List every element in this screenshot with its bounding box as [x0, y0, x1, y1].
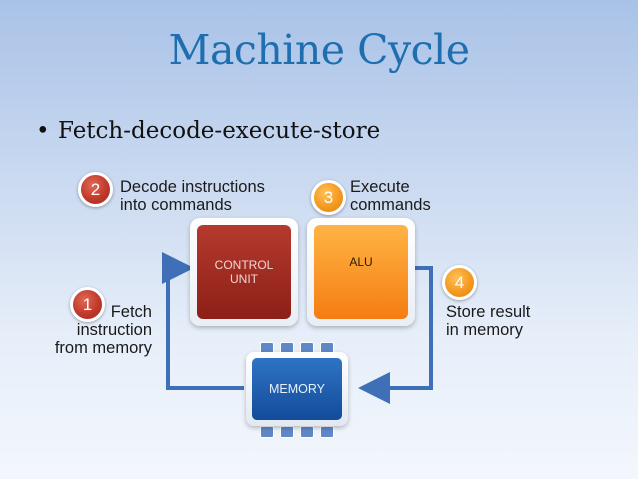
- step-2-label: Decode instructions into commands: [120, 178, 265, 214]
- step-1-line1: Fetch: [110, 303, 152, 321]
- memory-chip: MEMORY: [238, 340, 356, 438]
- control-unit-face: CONTROL UNIT: [197, 225, 291, 319]
- step-4-badge: 4: [442, 265, 477, 300]
- bullet-item: • Fetch-decode-execute-store: [36, 118, 380, 144]
- bullet-text: Fetch-decode-execute-store: [58, 118, 381, 144]
- step-3-line2: commands: [350, 196, 431, 214]
- step-3-badge: 3: [311, 180, 346, 215]
- step-2-line1: Decode instructions: [120, 178, 265, 196]
- slide-title: Machine Cycle: [168, 26, 470, 74]
- memory-label: MEMORY: [252, 358, 342, 420]
- step-1-line2: instruction: [76, 321, 152, 339]
- control-unit-line1: CONTROL: [214, 258, 274, 272]
- bullet-dot: •: [36, 118, 50, 144]
- chip-pin: [320, 426, 334, 438]
- arrow-alu-to-memory: [358, 266, 433, 404]
- step-2-line2: into commands: [120, 196, 232, 214]
- step-1-badge: 1: [70, 287, 105, 322]
- step-1-line3: from memory: [54, 339, 152, 357]
- chip-pin: [300, 426, 314, 438]
- step-1-label: Fetch instruction from memory: [40, 303, 152, 357]
- step-4-label: Store result in memory: [446, 303, 530, 339]
- chip-pin: [280, 426, 294, 438]
- chip-pin: [260, 426, 274, 438]
- step-3-label: Execute commands: [350, 178, 431, 214]
- memory-chip-body: MEMORY: [246, 352, 348, 426]
- step-4-line2: in memory: [446, 321, 524, 339]
- arrow-memory-to-control: [162, 252, 244, 390]
- step-2-badge: 2: [78, 172, 113, 207]
- control-unit-line2: UNIT: [229, 272, 258, 286]
- alu-label: ALU: [349, 255, 373, 269]
- control-unit-tile: CONTROL UNIT: [190, 218, 298, 326]
- alu-tile: ALU: [307, 218, 415, 326]
- step-4-line1: Store result: [446, 303, 531, 321]
- step-3-line1: Execute: [350, 178, 410, 196]
- alu-face: ALU: [314, 225, 408, 319]
